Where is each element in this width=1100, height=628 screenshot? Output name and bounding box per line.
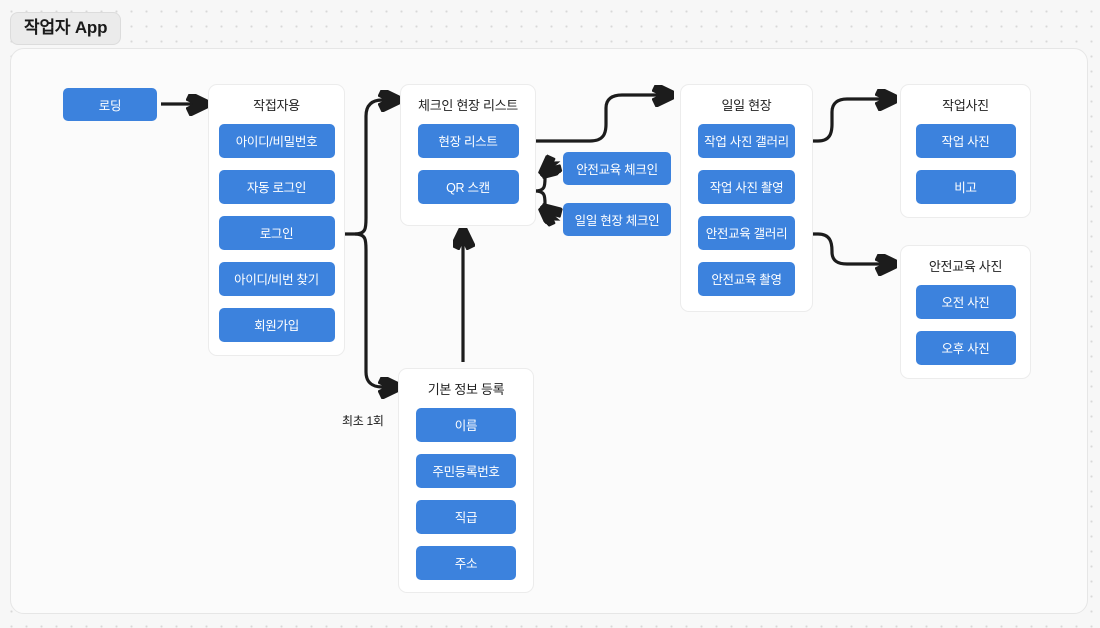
node-title: 안전교육 사진 [928,259,1003,274]
button-resident-registration-number[interactable]: 주민등록번호 [416,453,516,488]
node-checkin-site-list: 체크인 현장 리스트 현장 리스트 QR 스캔 [400,84,536,226]
node-worker-login: 작접자용 아이디/비밀번호 자동 로그인 로그인 아이디/비번 찾기 회원가입 [208,84,345,356]
button-work-photo-gallery[interactable]: 작업 사진 갤러리 [698,123,795,158]
button-remarks[interactable]: 비고 [915,169,1016,204]
diagram-group-label: 작업자 App [10,12,122,45]
node-title: 체크인 현장 리스트 [418,98,518,113]
node-title: 작접자용 [253,98,300,113]
button-site-list[interactable]: 현장 리스트 [417,123,519,158]
button-safety-education-gallery[interactable]: 안전교육 갤러리 [698,215,795,250]
node-title: 작업사진 [942,98,989,113]
button-afternoon-photo[interactable]: 오후 사진 [915,330,1016,365]
button-login[interactable]: 로그인 [218,215,335,250]
node-daily-site: 일일 현장 작업 사진 갤러리 작업 사진 촬영 안전교육 갤러리 안전교육 촬… [680,84,813,312]
node-title: 일일 현장 [721,98,772,113]
node-loading[interactable]: 로딩 [63,88,157,121]
button-morning-photo[interactable]: 오전 사진 [915,284,1016,319]
button-work-photo-capture[interactable]: 작업 사진 촬영 [698,169,795,204]
button-qr-scan[interactable]: QR 스캔 [417,169,519,204]
node-basic-info-registration: 기본 정보 등록 이름 주민등록번호 직급 주소 [398,368,534,593]
button-id-password[interactable]: 아이디/비밀번호 [218,123,335,158]
button-address[interactable]: 주소 [416,545,516,580]
node-safety-education-checkin[interactable]: 안전교육 체크인 [563,152,671,185]
node-work-photo: 작업사진 작업 사진 비고 [900,84,1031,218]
button-find-id-password[interactable]: 아이디/비번 찾기 [218,261,335,296]
edge-label-first-time: 최초 1회 [342,414,384,428]
button-safety-education-capture[interactable]: 안전교육 촬영 [698,261,795,296]
button-name[interactable]: 이름 [416,407,516,442]
button-position[interactable]: 직급 [416,499,516,534]
button-signup[interactable]: 회원가입 [218,307,335,342]
node-safety-education-photo: 안전교육 사진 오전 사진 오후 사진 [900,245,1031,379]
node-daily-site-checkin[interactable]: 일일 현장 체크인 [563,203,671,236]
button-auto-login[interactable]: 자동 로그인 [218,169,335,204]
button-work-photo[interactable]: 작업 사진 [915,123,1016,158]
node-title: 기본 정보 등록 [427,382,505,397]
